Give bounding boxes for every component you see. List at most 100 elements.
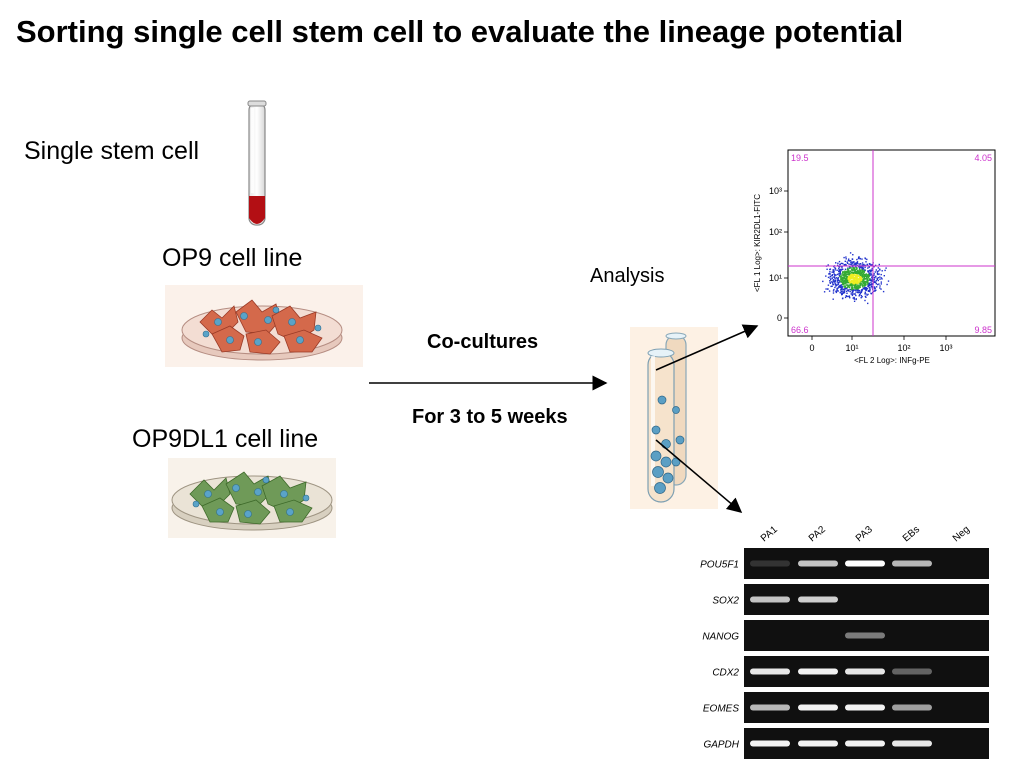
- flow-dot: [843, 271, 845, 273]
- flow-dot: [862, 276, 864, 278]
- flow-dot: [859, 267, 861, 269]
- flow-dot: [852, 272, 855, 274]
- flow-dot: [861, 285, 863, 287]
- quadrant-top-left: 19.5: [791, 153, 809, 163]
- flow-dot: [835, 285, 837, 287]
- flow-dot: [869, 273, 871, 275]
- flow-dot: [873, 274, 875, 277]
- gel-lane-label: PA1: [759, 524, 780, 544]
- flow-dot: [857, 278, 859, 280]
- flow-dot: [836, 269, 838, 271]
- flow-dot: [881, 278, 883, 280]
- gel-band: [798, 596, 838, 603]
- flow-dot: [839, 291, 841, 294]
- flow-dot: [855, 266, 857, 268]
- flow-dot: [855, 281, 857, 284]
- flow-dot: [877, 267, 879, 269]
- flow-dot: [835, 279, 837, 282]
- flow-dot: [855, 277, 857, 280]
- flow-dot: [857, 290, 859, 292]
- flow-dot: [865, 264, 867, 267]
- flow-dot: [863, 280, 866, 283]
- flow-dot: [860, 271, 863, 273]
- flow-dot: [862, 282, 864, 284]
- gel-band: [750, 704, 790, 711]
- x-axis-label: <FL 2 Log>: INFg-PE: [854, 356, 930, 365]
- flow-dot: [863, 276, 865, 278]
- flow-dot: [852, 279, 854, 281]
- flow-dot: [858, 268, 861, 270]
- flow-dot: [837, 277, 839, 280]
- op9dl1-label: OP9DL1 cell line: [132, 425, 319, 453]
- flow-dot: [831, 281, 833, 283]
- flow-dot: [859, 277, 861, 279]
- flow-dot: [859, 266, 861, 268]
- flow-dot: [829, 273, 831, 275]
- flow-dot: [848, 272, 850, 274]
- flow-dot: [869, 271, 872, 273]
- flow-dot: [840, 275, 842, 278]
- flow-dot: [876, 270, 878, 273]
- flow-dot: [875, 269, 877, 271]
- flow-dot: [839, 281, 841, 283]
- flow-dot: [836, 281, 838, 283]
- page-title: Sorting single cell stem cell to evaluat…: [16, 14, 904, 49]
- flow-dot: [870, 292, 872, 294]
- flow-dot: [830, 285, 832, 288]
- flow-dot: [861, 262, 864, 264]
- flow-dot: [855, 294, 857, 297]
- flow-dot: [844, 296, 847, 299]
- flow-dot: [861, 289, 863, 291]
- flow-dot: [859, 274, 862, 276]
- flow-dot: [837, 276, 839, 279]
- flow-dot: [867, 282, 870, 285]
- flow-dot: [856, 271, 858, 273]
- flow-dot: [841, 276, 844, 279]
- flow-dot: [849, 252, 852, 254]
- flow-dot: [886, 283, 888, 286]
- flow-dot: [838, 272, 840, 274]
- flow-dot: [880, 283, 882, 285]
- flow-dot: [841, 268, 844, 271]
- flow-dot: [883, 275, 885, 277]
- flow-dot: [853, 279, 855, 281]
- gel-lane-label: PA2: [807, 524, 828, 544]
- flow-dot: [835, 262, 837, 264]
- flow-dot: [853, 277, 856, 279]
- gel-row: NANOG: [702, 620, 989, 651]
- flow-dot: [832, 279, 835, 281]
- flow-dot: [860, 272, 862, 274]
- gel-gene-label: EOMES: [703, 704, 739, 715]
- gel-gene-label: POU5F1: [700, 560, 739, 571]
- flow-dot: [855, 291, 857, 293]
- flow-dot: [851, 262, 854, 264]
- flow-dot: [868, 278, 871, 280]
- flow-dot: [854, 284, 857, 286]
- flow-dot: [845, 258, 847, 260]
- flow-dot: [869, 290, 871, 293]
- flow-dot: [851, 276, 853, 278]
- flow-dot: [848, 285, 850, 288]
- flow-dot: [838, 285, 840, 287]
- flow-dot: [856, 272, 858, 274]
- flow-dot: [853, 298, 855, 300]
- flow-dot: [853, 283, 855, 285]
- flow-dot: [839, 270, 841, 272]
- y-tick-label: 10³: [769, 186, 782, 196]
- culture-tubes-icon: [630, 327, 718, 509]
- flow-dot: [826, 268, 828, 270]
- flow-dot: [838, 267, 840, 270]
- flow-dot: [846, 282, 848, 284]
- flow-dot: [832, 283, 834, 285]
- flow-dot: [847, 268, 849, 270]
- flow-cytometry-plot: 19.5 4.05 66.6 9.85 10³ 10² 10¹ 0 0 10¹ …: [753, 149, 996, 365]
- flow-dot: [846, 276, 848, 279]
- flow-dot: [855, 262, 858, 264]
- flow-dot: [859, 282, 861, 285]
- flow-dot: [843, 276, 845, 278]
- flow-dot: [850, 267, 852, 269]
- flow-dot: [835, 291, 838, 294]
- flow-dot: [861, 272, 864, 274]
- flow-dot: [840, 269, 842, 271]
